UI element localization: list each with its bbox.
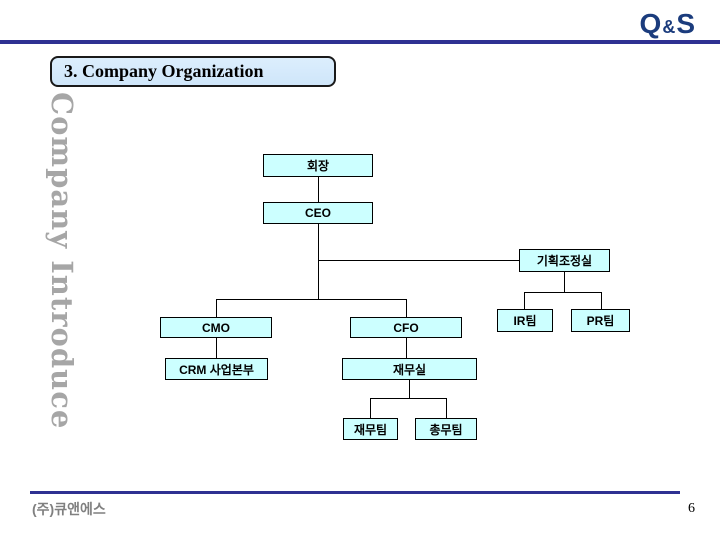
header-rule bbox=[0, 40, 720, 44]
logo-letter-s: S bbox=[676, 8, 696, 39]
page-number: 6 bbox=[688, 501, 695, 516]
connector-cfo-finance bbox=[406, 338, 407, 358]
org-node-finance-office: 재무실 bbox=[342, 358, 477, 380]
org-node-ceo: CEO bbox=[263, 202, 373, 224]
section-label-vertical: Company Introduce bbox=[45, 92, 79, 430]
connector-planning-down bbox=[564, 272, 565, 292]
connector-ir-pr-branch bbox=[524, 292, 601, 293]
connector-to-general-affairs bbox=[446, 398, 447, 418]
org-node-ir-team: IR팀 bbox=[497, 309, 553, 332]
footer-company-name: (주)큐앤에스 bbox=[32, 501, 106, 517]
org-node-planning-office: 기획조정실 bbox=[519, 249, 610, 272]
connector-finance-teams-branch bbox=[370, 398, 446, 399]
connector-to-finance-team bbox=[370, 398, 371, 418]
org-node-crm-division: CRM 사업본부 bbox=[165, 358, 268, 380]
org-node-finance-team: 재무팀 bbox=[343, 418, 398, 440]
connector-cmo-cfo-branch bbox=[216, 299, 406, 300]
org-node-pr-team: PR팀 bbox=[571, 309, 630, 332]
connector-ceo-trunk bbox=[318, 224, 319, 300]
connector-to-pr bbox=[601, 292, 602, 309]
qns-logo: Q&S bbox=[640, 9, 696, 44]
connector-chairman-ceo bbox=[318, 177, 319, 202]
org-node-cmo: CMO bbox=[160, 317, 272, 338]
slide-title: 3. Company Organization bbox=[64, 61, 264, 81]
logo-letter-q: Q bbox=[639, 8, 663, 39]
org-node-cfo: CFO bbox=[350, 317, 462, 338]
logo-ampersand: & bbox=[662, 17, 677, 37]
connector-to-ir bbox=[524, 292, 525, 309]
footer-rule bbox=[30, 491, 680, 494]
connector-trunk-planning bbox=[318, 260, 519, 261]
connector-finance-down bbox=[409, 380, 410, 398]
connector-to-cmo bbox=[216, 299, 217, 317]
org-node-chairman: 회장 bbox=[263, 154, 373, 177]
slide-title-box: 3. Company Organization bbox=[50, 56, 336, 87]
connector-to-cfo bbox=[406, 299, 407, 317]
org-node-general-affairs-team: 총무팀 bbox=[415, 418, 477, 440]
connector-cmo-crm bbox=[216, 338, 217, 358]
